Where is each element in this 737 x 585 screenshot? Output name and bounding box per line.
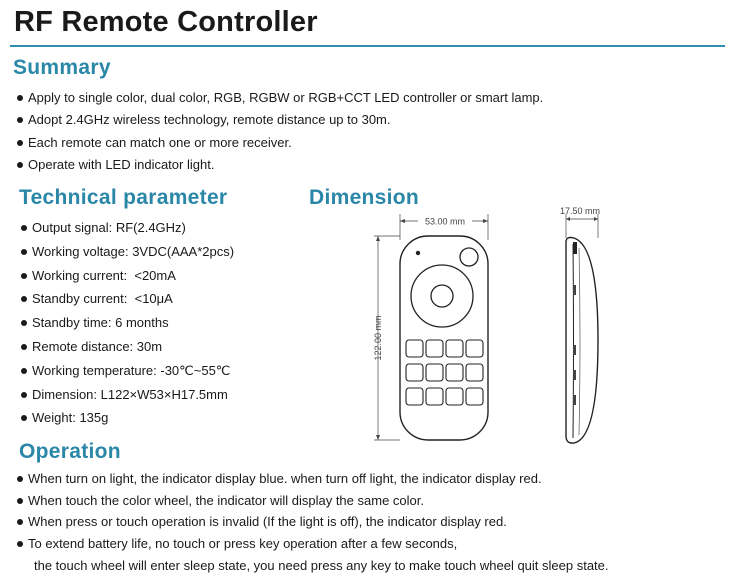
key-grid	[405, 339, 484, 406]
height-dimension-label: 122.00 mm	[373, 315, 383, 360]
summary-item: Adopt 2.4GHz wireless technology, remote…	[16, 113, 543, 135]
technical-item: Standby current: <10μA	[20, 292, 234, 316]
remote-dimension-drawing: 53.00 mm 122.00 mm 17.50 mm	[373, 206, 600, 444]
power-button	[459, 247, 479, 267]
operation-item: When press or touch operation is invalid…	[16, 515, 542, 537]
summary-heading: Summary	[13, 56, 111, 79]
operation-heading: Operation	[19, 440, 121, 463]
indicator-light	[415, 250, 421, 256]
summary-item: Operate with LED indicator light.	[16, 158, 543, 180]
operation-item: To extend battery life, no touch or pres…	[16, 537, 542, 559]
width-dimension-label: 53.00 mm	[425, 217, 465, 227]
technical-item: Working voltage: 3VDC(AAA*2pcs)	[20, 245, 234, 269]
operation-list: When turn on light, the indicator displa…	[16, 472, 542, 559]
technical-item: Remote distance: 30m	[20, 340, 234, 364]
technical-item: Working temperature: -30℃~55℃	[20, 364, 234, 388]
technical-item: Output signal: RF(2.4GHz)	[20, 221, 234, 245]
technical-heading: Technical parameter	[19, 186, 228, 209]
technical-item: Working current: <20mA	[20, 269, 234, 293]
operation-item: When touch the color wheel, the indicato…	[16, 494, 542, 516]
summary-list: Apply to single color, dual color, RGB, …	[16, 91, 543, 181]
technical-list: Output signal: RF(2.4GHz) Working voltag…	[20, 221, 234, 435]
center-button	[430, 284, 454, 308]
summary-item: Each remote can match one or more receiv…	[16, 136, 543, 158]
page-title: RF Remote Controller	[14, 6, 318, 38]
title-divider	[10, 45, 725, 47]
remote-side-view	[565, 236, 599, 444]
technical-item: Standby time: 6 months	[20, 316, 234, 340]
technical-item: Dimension: L122×W53×H17.5mm	[20, 388, 234, 412]
technical-item: Weight: 135g	[20, 411, 234, 435]
operation-item-continuation: the touch wheel will enter sleep state, …	[34, 558, 609, 573]
summary-item: Apply to single color, dual color, RGB, …	[16, 91, 543, 113]
depth-dimension-label: 17.50 mm	[560, 206, 600, 216]
operation-item: When turn on light, the indicator displa…	[16, 472, 542, 494]
dimension-heading: Dimension	[309, 186, 420, 209]
